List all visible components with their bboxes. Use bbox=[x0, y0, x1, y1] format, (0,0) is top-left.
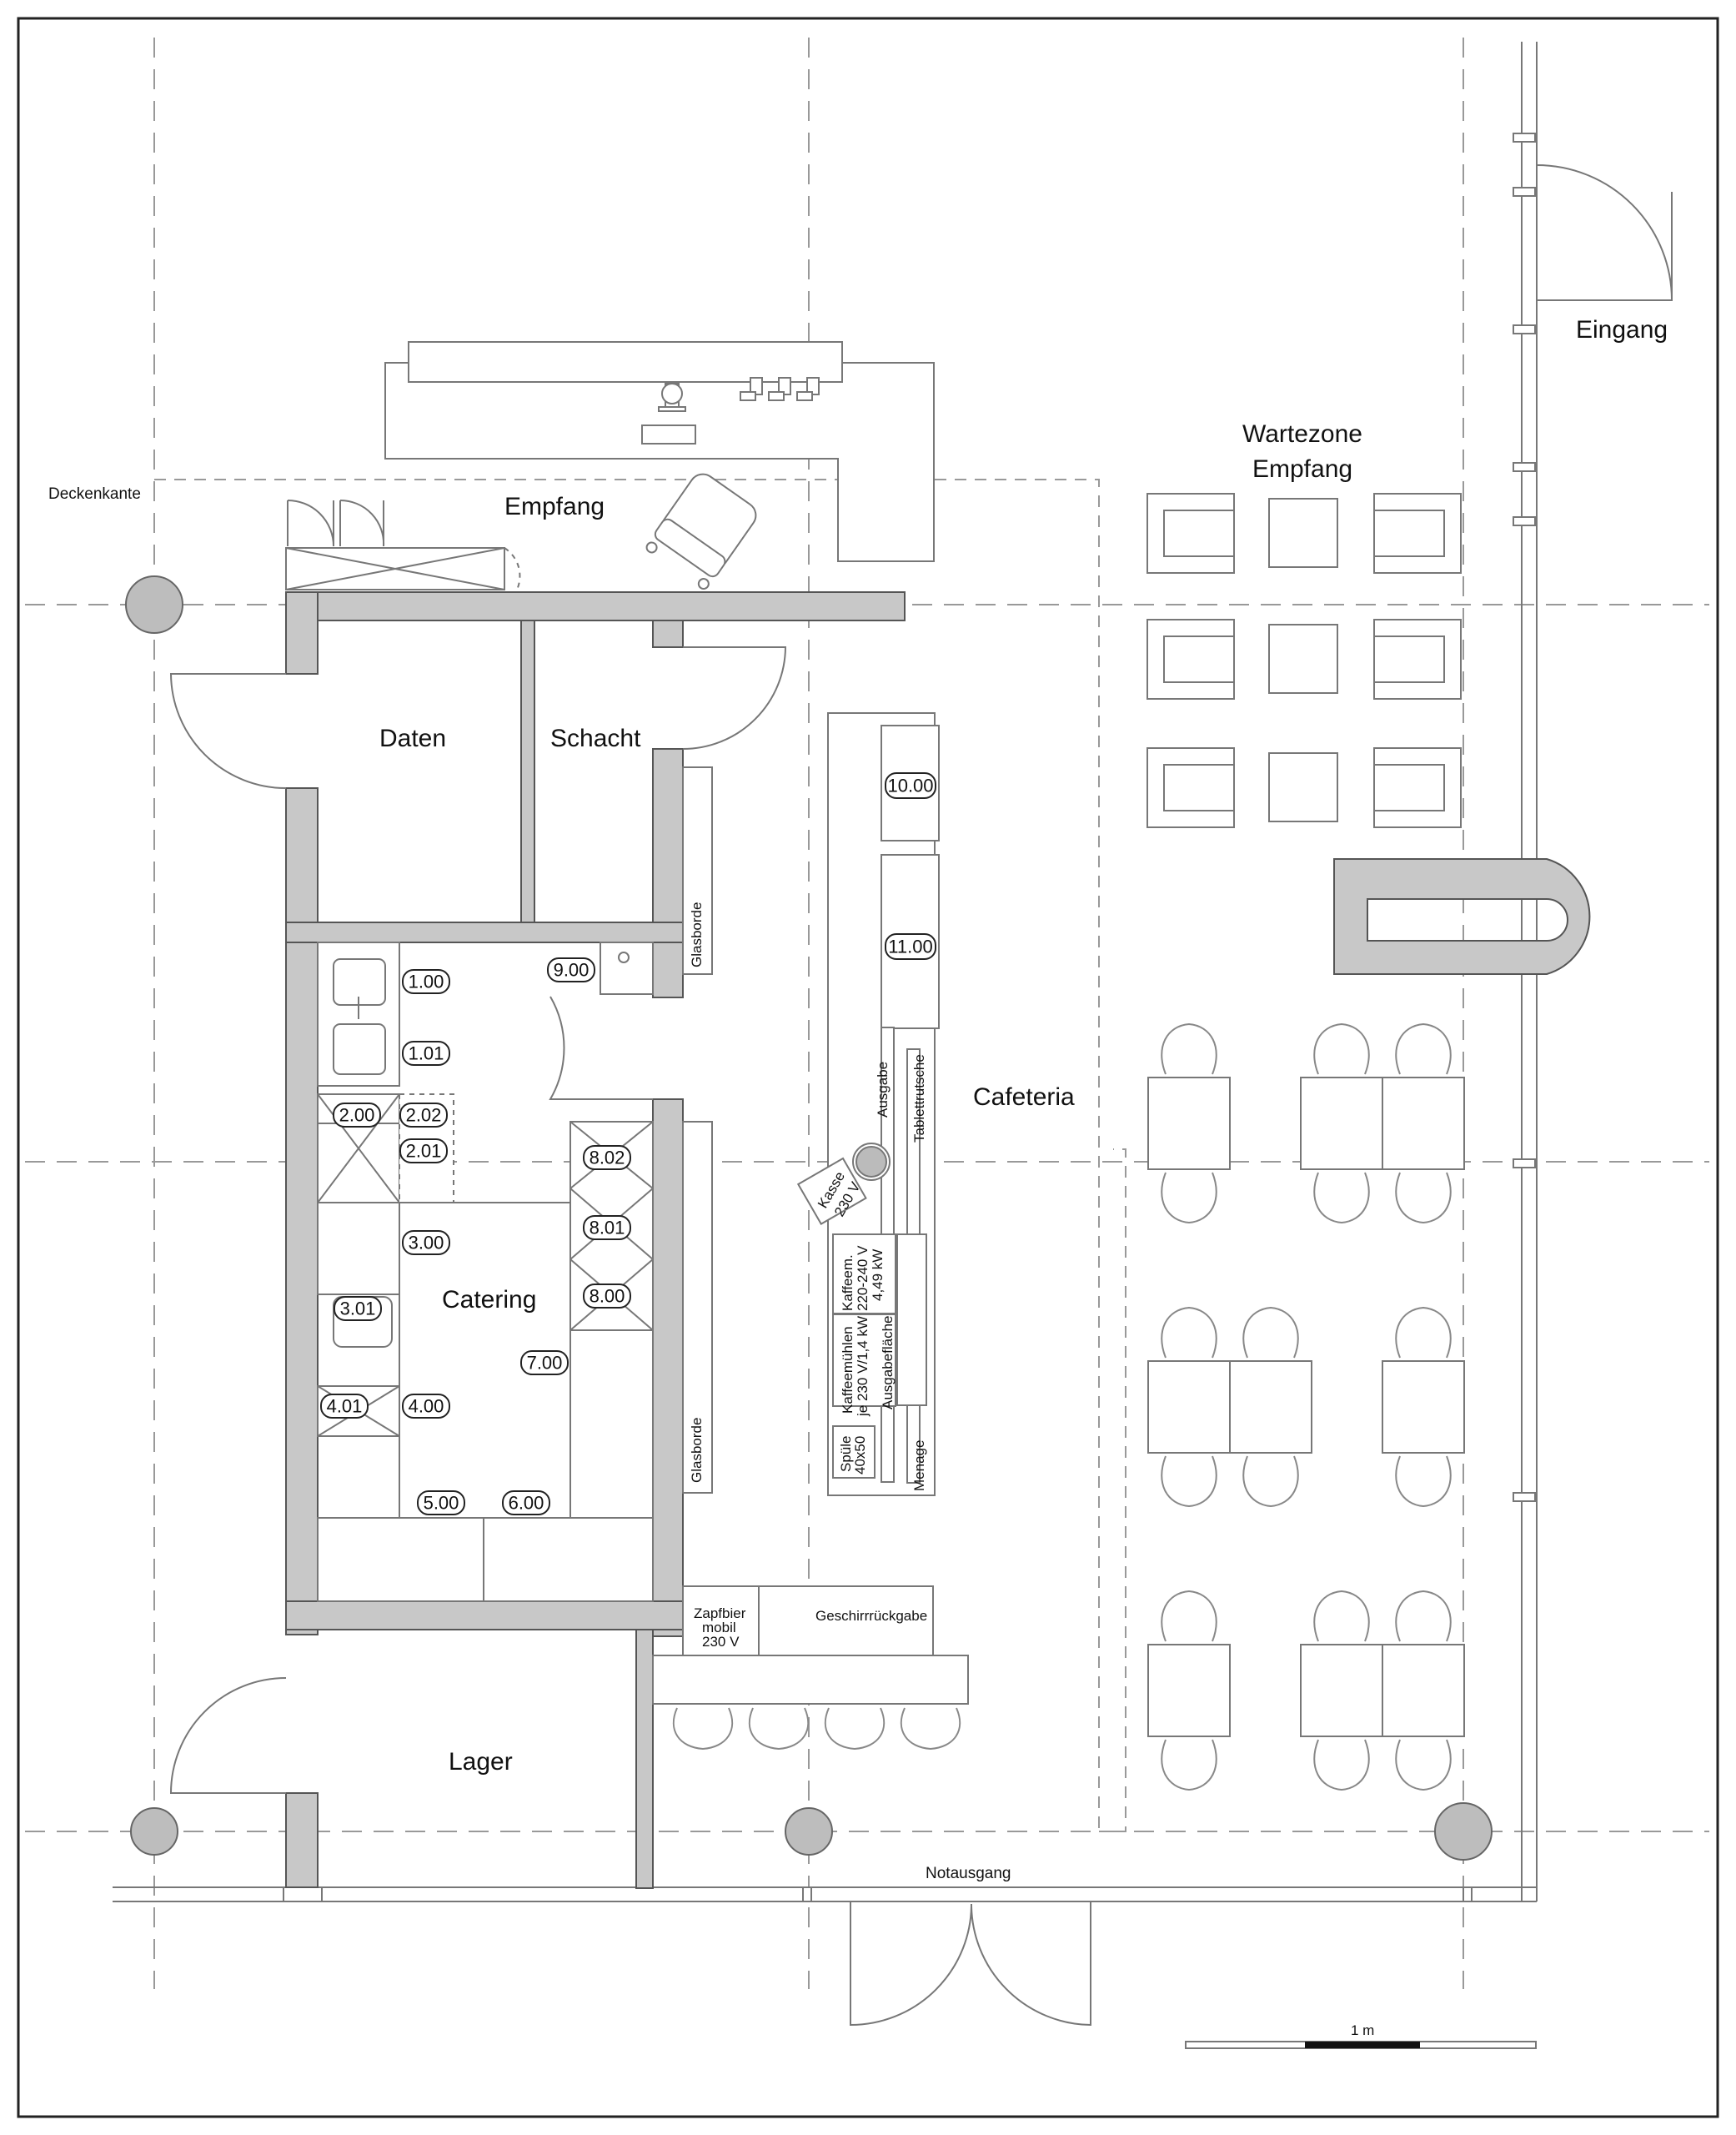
tag-7-00: 7.00 bbox=[527, 1353, 563, 1374]
scale-label: 1 m bbox=[1351, 2022, 1374, 2038]
tag-3-00: 3.00 bbox=[409, 1233, 444, 1253]
room-label-wartezone-1: Wartezone bbox=[1242, 420, 1362, 448]
pillars bbox=[125, 575, 1493, 1861]
room-label-cafeteria: Cafeteria bbox=[973, 1083, 1075, 1111]
drawing-frame bbox=[17, 17, 1719, 2118]
label-glasborde-top: Glasborde bbox=[689, 902, 705, 967]
label-tablettrutsche: Tablettrutsche bbox=[911, 1054, 927, 1143]
cafeteria-tables bbox=[1147, 1022, 1465, 1791]
tag-2-00: 2.00 bbox=[339, 1105, 375, 1126]
room-label-lager: Lager bbox=[449, 1748, 513, 1776]
tag-4-00: 4.00 bbox=[409, 1396, 444, 1417]
waiting-zone-seating bbox=[1146, 493, 1462, 828]
tag-9-00: 9.00 bbox=[554, 960, 590, 981]
label-deckenkante: Deckenkante bbox=[48, 485, 141, 503]
tag-8-00: 8.00 bbox=[590, 1286, 625, 1307]
label-kaffeemuehlen-1: Kaffeemühlen bbox=[840, 1326, 855, 1414]
tag-2-01: 2.01 bbox=[406, 1141, 442, 1162]
serving-counter bbox=[682, 712, 940, 1496]
label-zapfbier-2: mobil bbox=[702, 1620, 736, 1635]
tag-11-00: 11.00 bbox=[888, 937, 932, 957]
label-spuele-1: Spüle bbox=[838, 1436, 854, 1472]
room-label-empfang: Empfang bbox=[504, 493, 605, 520]
label-glasborde-bottom: Glasborde bbox=[689, 1418, 705, 1483]
tag-4-01: 4.01 bbox=[327, 1396, 363, 1417]
room-label-wartezone-2: Empfang bbox=[1252, 455, 1352, 483]
tag-5-00: 5.00 bbox=[424, 1493, 459, 1514]
label-kaffeem-2: 220-240 V bbox=[855, 1245, 871, 1311]
label-ausgabe: Ausgabe bbox=[875, 1062, 891, 1118]
reception-desk bbox=[384, 341, 935, 590]
room-label-catering: Catering bbox=[442, 1286, 536, 1314]
room-label-eingang: Eingang bbox=[1576, 316, 1668, 344]
walls bbox=[285, 591, 1591, 1889]
label-zapfbier-1: Zapfbier bbox=[694, 1605, 746, 1621]
tag-10-00: 10.00 bbox=[887, 776, 933, 796]
label-kaffeemuehlen-2: je 230 V/1,4 kW bbox=[855, 1316, 871, 1417]
equipment-tags: 1.00 1.01 2.00 2.02 2.01 3.00 3.01 4.00 … bbox=[320, 772, 936, 1515]
label-geschirrrueckgabe: Geschirrrückgabe bbox=[815, 1608, 927, 1624]
bar-counter bbox=[652, 1585, 969, 1751]
label-ausgabeflaeche: Ausgabefläche bbox=[880, 1316, 896, 1409]
room-label-daten: Daten bbox=[379, 725, 446, 752]
label-spuele-2: 40x50 bbox=[852, 1436, 868, 1474]
room-label-schacht: Schacht bbox=[550, 725, 641, 752]
tag-2-02: 2.02 bbox=[406, 1105, 442, 1126]
label-kaffeem-1: Kaffeem. bbox=[840, 1254, 855, 1311]
tag-6-00: 6.00 bbox=[509, 1493, 544, 1514]
tag-8-02: 8.02 bbox=[590, 1148, 625, 1168]
doors bbox=[169, 164, 1673, 2027]
tag-3-01: 3.01 bbox=[340, 1299, 376, 1319]
tag-1-00: 1.00 bbox=[409, 972, 444, 992]
scale-bar bbox=[1185, 2041, 1537, 2049]
label-kaffeem-3: 4,49 kW bbox=[870, 1249, 886, 1301]
ceiling-edge bbox=[154, 479, 1126, 1832]
tag-1-01: 1.01 bbox=[409, 1043, 444, 1064]
label-notausgang: Notausgang bbox=[926, 1865, 1011, 1882]
label-menage: Menage bbox=[911, 1440, 927, 1491]
label-zapfbier-3: 230 V bbox=[702, 1634, 740, 1650]
catering-equipment bbox=[317, 942, 654, 1602]
tag-8-01: 8.01 bbox=[590, 1218, 625, 1238]
